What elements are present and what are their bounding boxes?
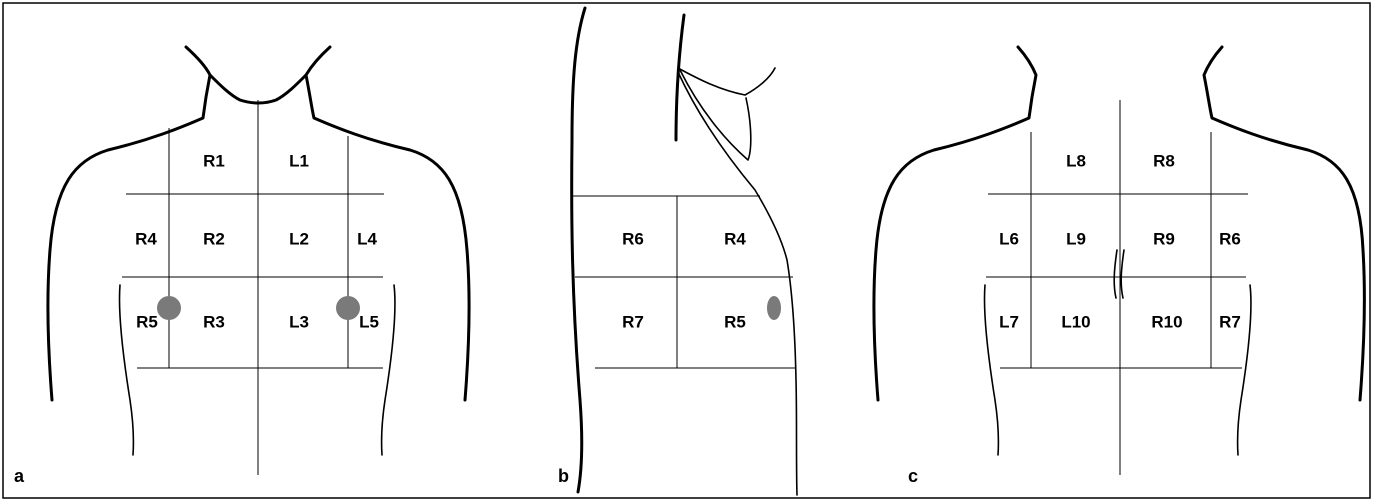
- zone-label-r2: R2: [203, 229, 225, 248]
- zone-label-l6: L6: [999, 229, 1019, 248]
- zone-label-l5: L5: [359, 312, 379, 331]
- zone-label-l7: L7: [999, 312, 1019, 331]
- zone-label-l8: L8: [1066, 151, 1086, 170]
- zone-label-r4: R4: [135, 229, 157, 248]
- zone-label-r9: R9: [1153, 229, 1175, 248]
- zone-label-r7: R7: [1219, 312, 1241, 331]
- nipple-marker-left: [336, 296, 360, 320]
- panel-letter-c: c: [908, 466, 918, 486]
- zone-label-r5: R5: [136, 312, 158, 331]
- zone-label-l2: L2: [289, 229, 309, 248]
- zone-label-r6: R6: [622, 229, 644, 248]
- zone-label-l3: L3: [289, 312, 309, 331]
- zone-label-r6: R6: [1219, 229, 1241, 248]
- nipple-marker: [767, 296, 781, 320]
- zone-label-l9: L9: [1066, 229, 1086, 248]
- zone-label-r8: R8: [1153, 151, 1175, 170]
- nipple-marker-right: [157, 296, 181, 320]
- panel-letter-a: a: [14, 466, 25, 486]
- zone-label-r7: R7: [622, 312, 644, 331]
- zone-label-r5: R5: [724, 312, 746, 331]
- zone-label-l4: L4: [357, 229, 377, 248]
- zone-label-r3: R3: [203, 312, 225, 331]
- zone-label-l10: L10: [1061, 312, 1090, 331]
- zone-label-r4: R4: [724, 229, 746, 248]
- zone-label-r1: R1: [203, 151, 225, 170]
- panel-letter-b: b: [558, 466, 569, 486]
- zone-label-r10: R10: [1151, 312, 1182, 331]
- zone-label-l1: L1: [289, 151, 309, 170]
